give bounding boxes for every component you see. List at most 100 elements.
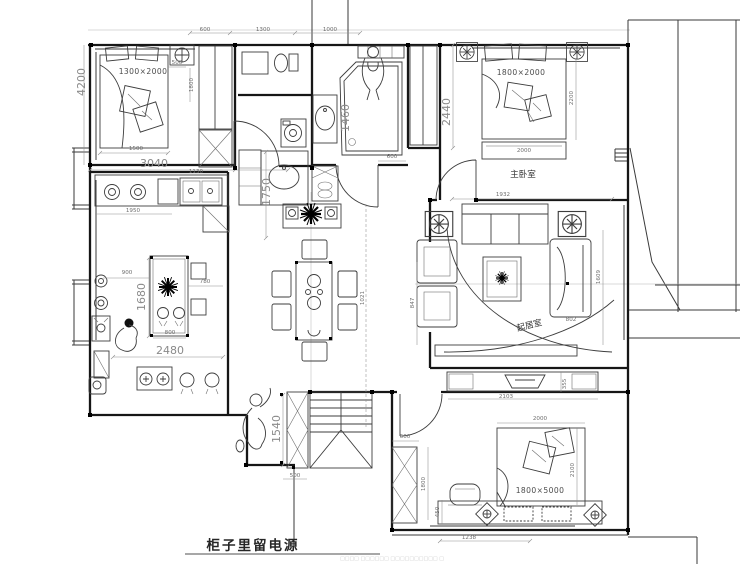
door-entry xyxy=(335,164,379,208)
dim-mb-2000: 2000 xyxy=(517,148,532,154)
living-room xyxy=(416,203,615,392)
tv xyxy=(504,374,546,389)
dining-chair xyxy=(337,303,358,331)
bed-master-label: 1800×2000 xyxy=(497,68,546,77)
dim-b1-500: 500 xyxy=(172,60,183,66)
bathroom-2 xyxy=(312,45,438,156)
hall-cabinet xyxy=(286,391,309,469)
dim-b3-2100: 2100 xyxy=(570,462,576,477)
living-room-label: 起居室 xyxy=(515,316,543,334)
dim-b3-1800: 1800 xyxy=(421,476,427,491)
walls xyxy=(88,43,630,546)
dining-chair xyxy=(301,341,328,362)
corner-sink xyxy=(88,376,107,395)
doors xyxy=(233,120,477,437)
chair xyxy=(179,372,195,388)
bed-second-label: 1800×5000 xyxy=(516,486,565,495)
dresser xyxy=(198,129,233,168)
mat xyxy=(541,506,572,522)
dim-top-1300: 1300 xyxy=(256,27,271,33)
armchair xyxy=(416,239,458,284)
dining-table xyxy=(295,261,333,341)
dim-b1-4200: 4200 xyxy=(75,68,88,96)
kitchen-counter xyxy=(94,174,229,207)
master-bedroom xyxy=(456,42,588,160)
person-bathing xyxy=(361,46,385,101)
dining-chair xyxy=(271,270,292,298)
mat xyxy=(503,506,534,522)
entry-dining xyxy=(271,165,358,362)
bathroom-1 xyxy=(238,51,309,206)
dim-bath-600: 600 xyxy=(387,154,398,160)
stool xyxy=(190,262,207,280)
dim-mb-1932: 1932 xyxy=(496,192,510,198)
sofa xyxy=(461,203,549,245)
kitchen xyxy=(88,174,230,395)
dim-kit-800: 800 xyxy=(165,330,176,336)
nightstand xyxy=(169,44,195,66)
dim-hall-1750: 1750 xyxy=(260,178,273,206)
dim-b1-1800: 1800 xyxy=(189,77,195,92)
bedroom-3 xyxy=(391,427,607,527)
dim-top-600: 600 xyxy=(200,27,211,33)
door-master xyxy=(435,159,477,201)
wardrobe xyxy=(391,446,418,524)
dining-chair xyxy=(271,303,292,331)
chair xyxy=(204,372,220,388)
shoe-cabinet xyxy=(311,165,339,202)
door-bedroom3 xyxy=(399,393,443,437)
tv-bedroom3 xyxy=(449,483,481,506)
appliance xyxy=(91,315,111,342)
dim-bath-1460: 1460 xyxy=(339,104,352,132)
bed-bench xyxy=(481,141,567,160)
bathtub xyxy=(339,61,403,156)
dim-st-1540: 1540 xyxy=(270,415,283,443)
closet-hangers xyxy=(198,45,233,130)
tv-cabinet xyxy=(446,371,599,392)
washing-machine xyxy=(280,118,307,148)
dim-b3-600: 600 xyxy=(400,434,411,440)
decorative-arcs xyxy=(443,227,615,353)
dim-lr-1609: 1609 xyxy=(596,269,602,284)
dim-din-1021: 1021 xyxy=(360,290,366,305)
power-note: 柜子里留电源 xyxy=(207,537,300,554)
wardrobe-hangers xyxy=(409,45,438,146)
dim-kit-1680: 1680 xyxy=(135,283,148,311)
fridge xyxy=(202,205,230,233)
dim-b3-355: 355 xyxy=(562,378,568,389)
dining-chair xyxy=(301,239,328,260)
bed-master xyxy=(481,58,567,140)
washbasin xyxy=(268,164,300,190)
dim-b3-2103: 2103 xyxy=(499,394,514,400)
chaise-sofa xyxy=(549,238,592,318)
drain-board xyxy=(157,178,179,205)
dim-b3-450: 450 xyxy=(435,506,441,517)
dim-kit-780: 780 xyxy=(200,279,211,285)
stairs-hall xyxy=(235,387,373,469)
dim-b3-1238: 1238 xyxy=(462,535,477,541)
door-corridor xyxy=(233,120,280,167)
island-table xyxy=(149,255,189,337)
dim-b3-2000: 2000 xyxy=(533,416,548,422)
dimension-lines xyxy=(83,30,615,544)
watermark-text: □□□□ □□□□□□ □□□□□□□□□□ □ xyxy=(340,556,444,562)
dim-mb-2200: 2200 xyxy=(569,90,575,105)
dim-b1-1500: 1500 xyxy=(129,146,144,152)
bedroom-1 xyxy=(99,44,233,168)
dim-lr-802: 802 xyxy=(566,317,577,323)
toilet xyxy=(274,53,288,73)
dim-kit-900: 900 xyxy=(122,270,133,276)
dim-kit-1950: 1950 xyxy=(126,208,141,214)
coffee-table xyxy=(482,256,522,302)
bed-second xyxy=(496,427,586,507)
range xyxy=(136,366,173,391)
bed-small-label: 1300×2000 xyxy=(119,67,168,76)
sink xyxy=(315,105,335,131)
dim-din-847: 847 xyxy=(410,297,416,308)
stool xyxy=(190,298,207,316)
dim-hall-1130: 1130 xyxy=(189,169,204,175)
person-kitchen xyxy=(115,318,138,352)
window-desk xyxy=(437,500,603,525)
